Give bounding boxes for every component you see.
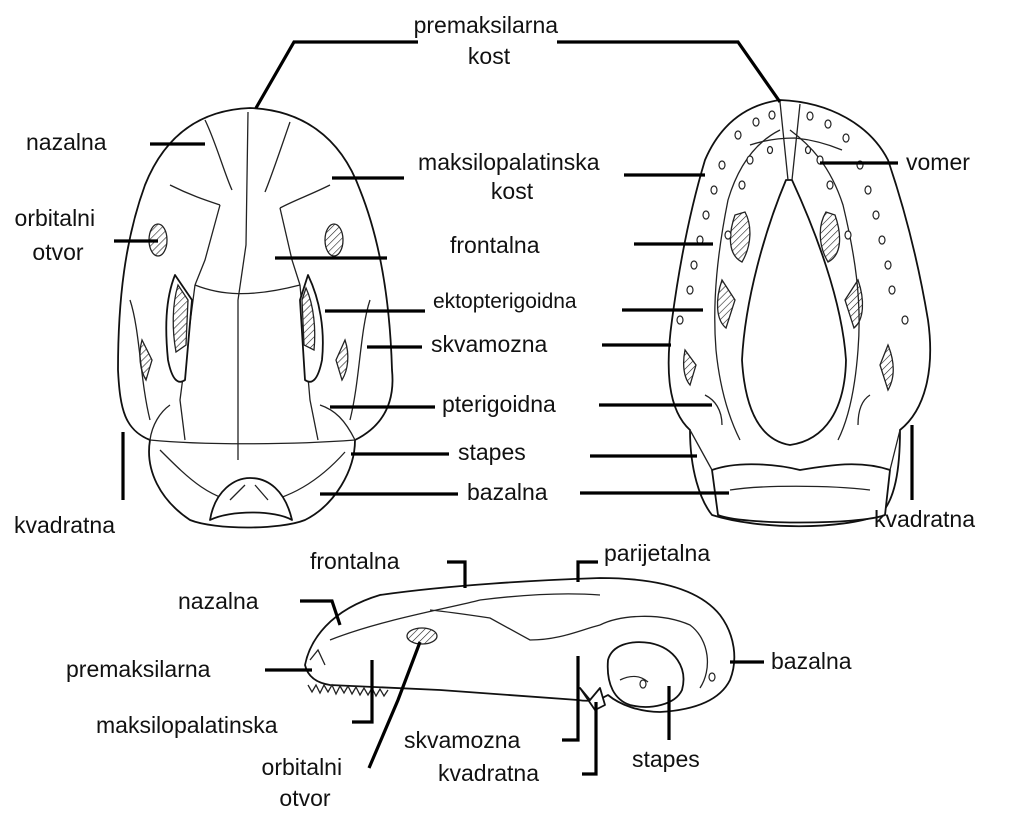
label-premaksilarna-side: premaksilarna [66,656,211,682]
label-frontalna-side: frontalna [310,548,400,574]
label-frontalna-top: frontalna [450,232,540,258]
label-ektopterigoidna: ektopterigoidna [433,290,577,313]
label-orbitalni-otvor-side-line2: otvor [279,785,330,811]
label-premaksilarna-kost-line2: kost [468,43,511,69]
label-bazalna-side: bazalna [771,648,852,674]
label-premaksilarna-kost-line1: premaksilarna [414,12,559,38]
label-kvadratna-side: kvadratna [438,760,539,786]
label-maksilopalatinska-side: maksilopalatinska [96,712,278,738]
label-vomer: vomer [906,149,970,175]
orbital-opening-lateral [407,628,437,644]
label-nazalna-side: nazalna [178,588,259,614]
label-skvamozna-top: skvamozna [431,331,548,357]
label-kvadratna-left: kvadratna [14,512,115,538]
label-premaksilarna-kost: premaksilarna kost [414,12,565,69]
label-pterigoidna: pterigoidna [442,391,556,417]
label-stapes-top: stapes [458,439,526,465]
label-orbitalni-otvor-top-line1: orbitalni [15,205,96,231]
orbital-opening-right [325,224,343,256]
label-nazalna-top: nazalna [26,129,107,155]
label-orbitalni-otvor-side: orbitalni otvor [262,754,349,811]
label-orbitalni-otvor-side-line1: orbitalni [262,754,343,780]
label-kvadratna-right: kvadratna [874,506,975,532]
label-orbitalni-otvor-top-line2: otvor [32,239,83,265]
label-maksilopalatinska-kost: maksilopalatinska kost [418,149,606,204]
label-parijetalna: parijetalna [604,540,710,566]
label-maksilopalatinska-kost-line2: kost [491,178,534,204]
dorsal-skull-view [118,108,393,528]
label-maksilopalatinska-kost-line1: maksilopalatinska [418,149,600,175]
label-orbitalni-otvor-top: orbitalni otvor [15,205,102,265]
label-bazalna-top: bazalna [467,479,548,505]
label-stapes-side: stapes [632,746,700,772]
label-skvamozna-side: skvamozna [404,727,521,753]
